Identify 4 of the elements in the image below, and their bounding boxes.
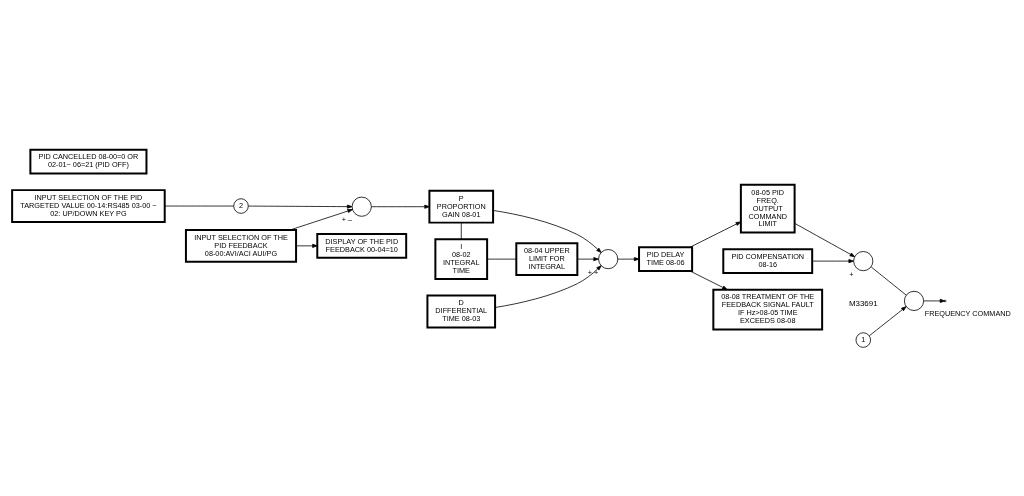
- node-label: FREQUENCY COMMAND: [924, 308, 1011, 318]
- node-label: +: [849, 269, 854, 279]
- node-label: + –: [341, 214, 352, 224]
- node-label: + +: [587, 267, 599, 277]
